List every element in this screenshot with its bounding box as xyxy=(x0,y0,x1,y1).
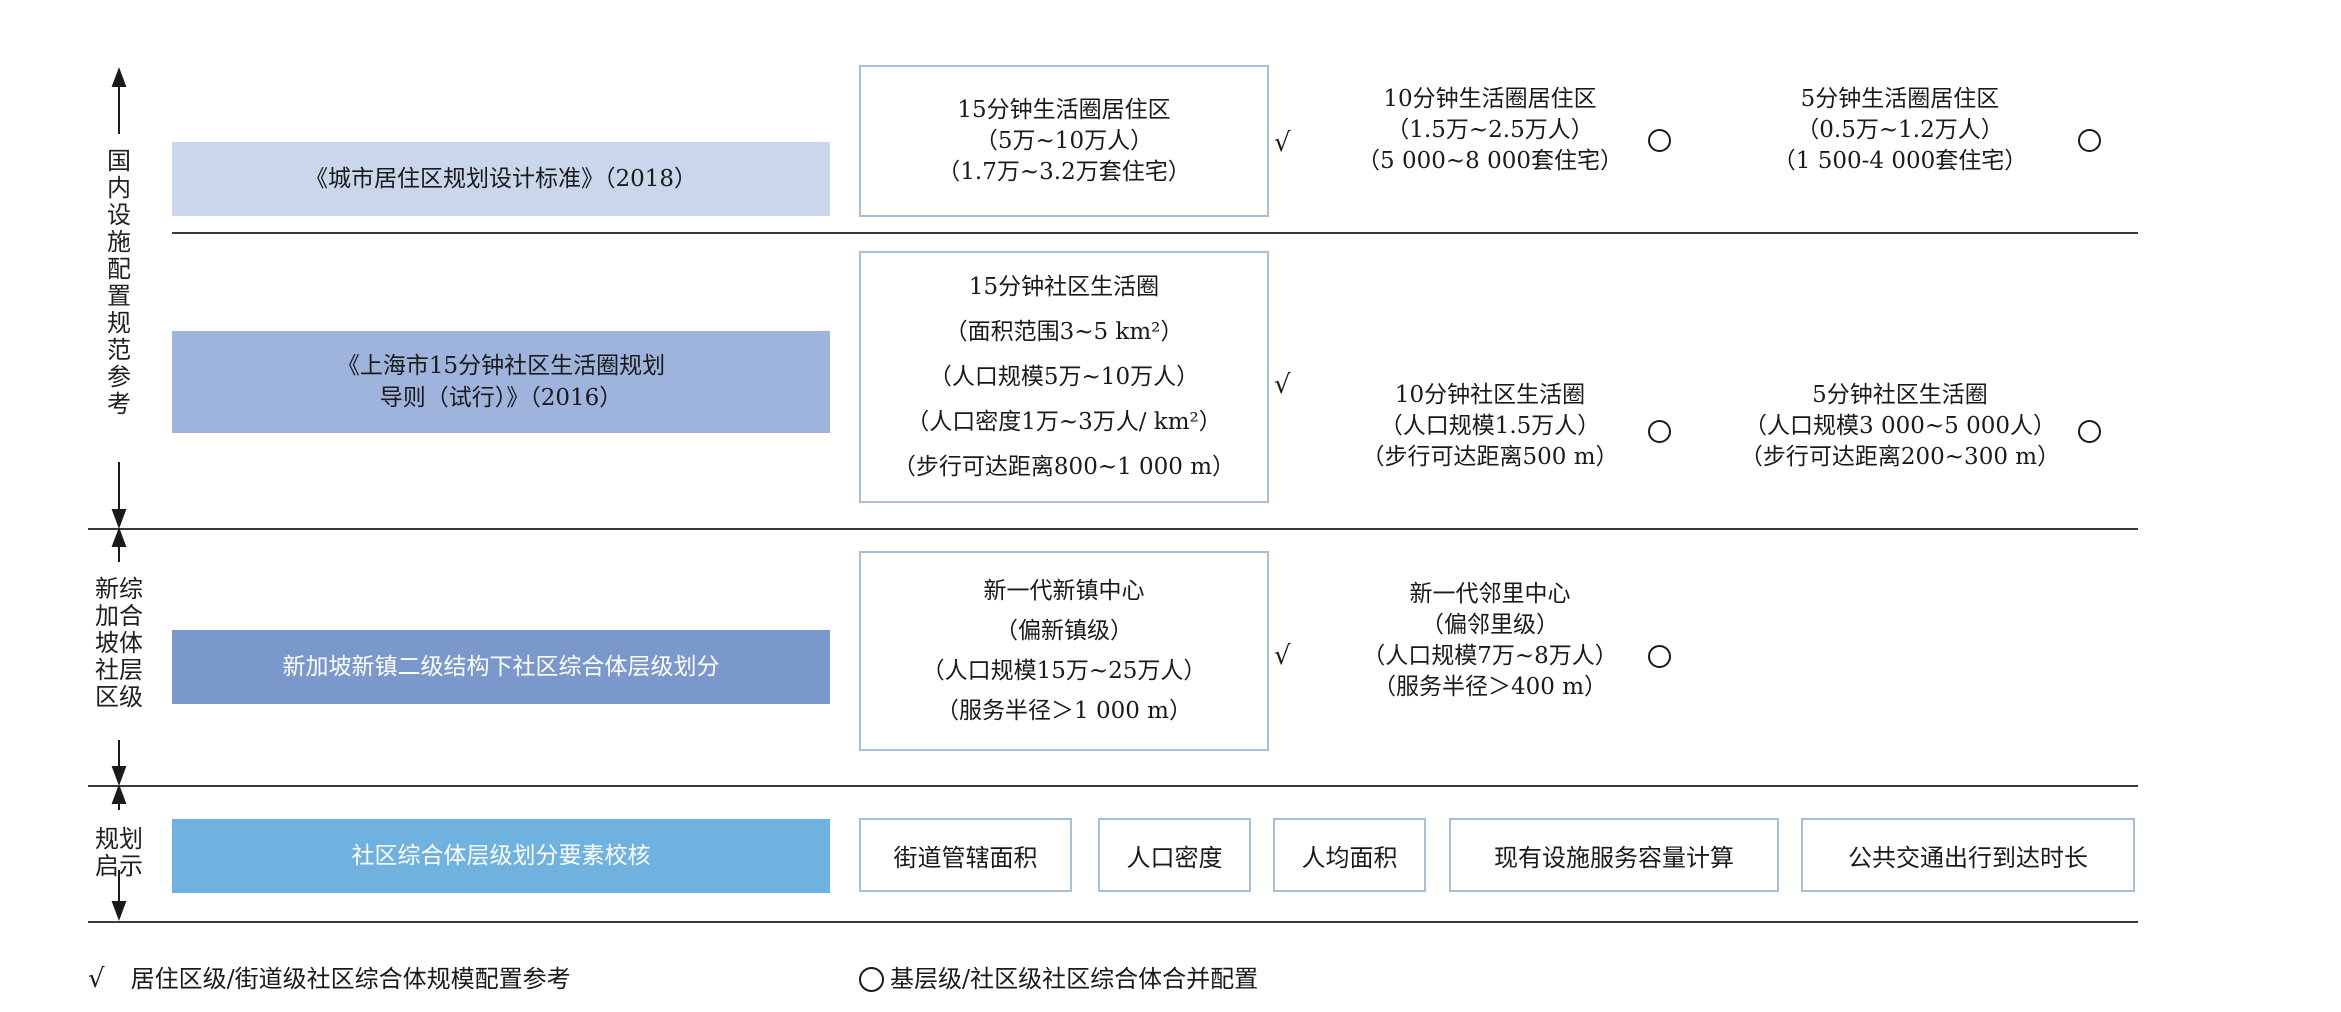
circle-mark-row2-a xyxy=(1648,420,1671,443)
primary-box-row3: 新一代新镇中心 （偏新镇级） （人口规模15万~25万人） （服务半径＞1 00… xyxy=(859,551,1269,751)
legend-check-mark: √ xyxy=(88,964,105,994)
category-row1-text: 《城市居住区规划设计标准》（2018） xyxy=(304,166,698,192)
factor-area-per-capita: 人均面积 xyxy=(1273,818,1426,892)
category-row3: 新加坡新镇二级结构下社区综合体层级划分 xyxy=(172,630,830,704)
item-row2-a: 10分钟社区生活圈（人口规模1.5万人）（步行可达距离500 m） xyxy=(1361,382,1619,470)
factor-population-density: 人口密度 xyxy=(1098,818,1251,892)
divider-section2 xyxy=(88,785,2138,787)
check-mark-row1: √ xyxy=(1274,128,1291,158)
item-row1-b: 5分钟生活圈居住区（0.5万~1.2万人）（1 500-4 000套住宅） xyxy=(1772,86,2028,174)
legend-check: √ 居住区级/街道级社区综合体规模配置参考 xyxy=(88,964,571,994)
category-row4: 社区综合体层级划分要素校核 xyxy=(172,819,830,893)
category-row3-text: 新加坡新镇二级结构下社区综合体层级划分 xyxy=(282,654,720,680)
divider-section1 xyxy=(88,528,2138,530)
primary-box-row2: 15分钟社区生活圈 （面积范围3~5 km²） （人口规模5万~10万人） （人… xyxy=(859,251,1269,503)
category-row2-line2: 导则（试行）》（2016） xyxy=(379,385,623,411)
section3-label: 规划启示 xyxy=(95,825,143,880)
category-row2: 《上海市15分钟社区生活圈规划 导则（试行）》（2016） xyxy=(172,331,830,433)
circle-mark-row3-a xyxy=(1648,645,1671,668)
item-row3-a: 新一代邻里中心（偏邻里级）（人口规模7万~8万人）（服务半径＞400 m） xyxy=(1362,581,1618,700)
check-mark-row3: √ xyxy=(1274,641,1291,671)
section-arrows xyxy=(111,67,127,921)
section2-arrow xyxy=(111,527,127,786)
check-mark-row2: √ xyxy=(1274,370,1291,400)
circle-mark-row1-b xyxy=(2078,129,2101,152)
section2-label: 新综加合坡体社层区级 xyxy=(95,575,143,711)
category-row1: 《城市居住区规划设计标准》（2018） xyxy=(172,142,830,216)
legend-circle: 基层级/社区级社区综合体合并配置 xyxy=(859,964,1258,994)
circle-mark-row1-a xyxy=(1648,129,1671,152)
legend-circle-text: 基层级/社区级社区综合体合并配置 xyxy=(890,965,1259,993)
category-row2-line1: 《上海市15分钟社区生活圈规划 xyxy=(336,353,666,379)
section1-arrow xyxy=(111,67,127,529)
item-row1-a: 10分钟生活圈居住区（1.5万~2.5万人）（5 000~8 000套住宅） xyxy=(1357,86,1623,174)
factor-street-area: 街道管辖面积 xyxy=(859,818,1072,892)
divider-bottom xyxy=(88,921,2138,923)
legend-circle-icon xyxy=(859,966,884,992)
section3-arrow xyxy=(111,784,127,921)
section1-label: 国内设施配置规范参考 xyxy=(107,147,131,418)
divider-row1 xyxy=(172,232,2138,234)
legend-check-text: 居住区级/街道级社区综合体规模配置参考 xyxy=(130,965,571,993)
category-row4-text: 社区综合体层级划分要素校核 xyxy=(351,843,651,869)
item-row2-b: 5分钟社区生活圈（人口规模3 000~5 000人）（步行可达距离200~300… xyxy=(1739,382,2061,470)
factor-facility-capacity: 现有设施服务容量计算 xyxy=(1449,818,1779,892)
primary-box-row1: 15分钟生活圈居住区 （5万~10万人） （1.7万~3.2万套住宅） xyxy=(859,65,1269,217)
circle-mark-row2-b xyxy=(2078,420,2101,443)
factor-transit-time: 公共交通出行到达时长 xyxy=(1801,818,2135,892)
